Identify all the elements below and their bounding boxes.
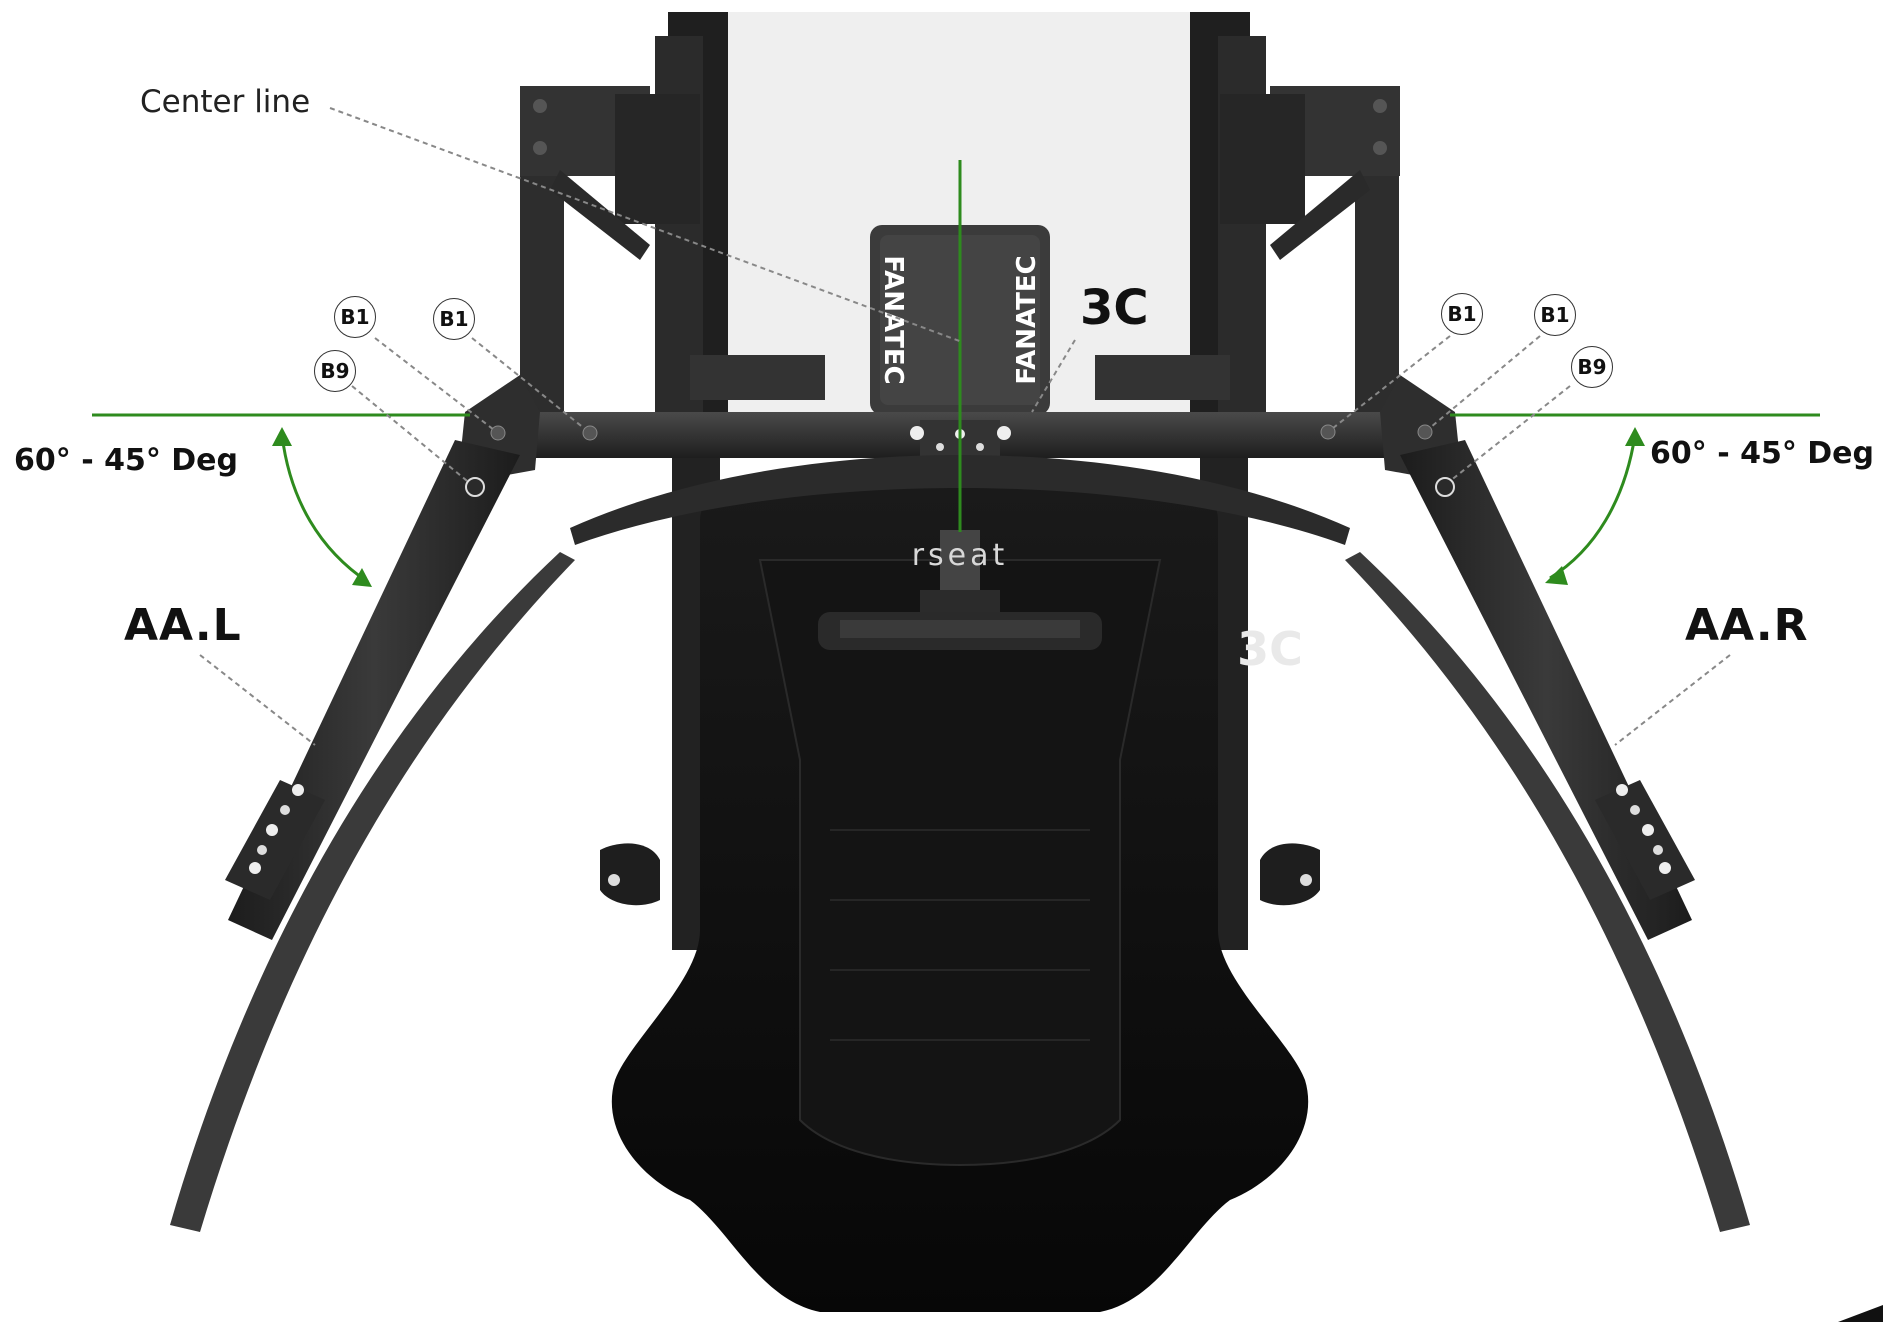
steering-wheel: rseat: [818, 530, 1102, 650]
angle-arrow-left-icon: [272, 427, 372, 587]
arm-label-left: AA.L: [124, 600, 242, 651]
rear-uprights: [520, 12, 1400, 456]
part-3c-label: 3C: [1080, 280, 1149, 336]
watermark-3c: 3C: [1237, 622, 1303, 676]
center-line-label: Center line: [140, 84, 311, 120]
arm-label-right: AA.R: [1685, 600, 1809, 651]
wheel-base-brand-left: FANATEC: [878, 255, 908, 384]
seat: [600, 480, 1320, 1312]
callout-b1-left-outer: B1: [334, 296, 376, 338]
angle-label-right: 60° - 45° Deg: [1650, 436, 1875, 471]
angle-arrow-right-icon: [1545, 427, 1645, 585]
right-arm-clamp: [1595, 780, 1695, 900]
left-arm-clamp: [225, 780, 325, 900]
monitor-right: [1345, 552, 1750, 1232]
seat-brand-mark: rseat: [912, 538, 1009, 573]
monitor-center: [570, 455, 1350, 545]
alignment-guides: [92, 160, 1820, 532]
callout-b9-left: B9: [314, 350, 356, 392]
callout-b1-right-outer: B1: [1534, 294, 1576, 336]
callout-leaders: [199, 107, 1731, 746]
corner-mark: [1838, 1305, 1883, 1322]
angle-label-left: 60° - 45° Deg: [14, 443, 239, 478]
callout-b1-left-inner: B1: [433, 298, 475, 340]
callout-b9-right: B9: [1571, 346, 1613, 388]
monitor-left: [170, 552, 575, 1232]
callout-b1-right-inner: B1: [1441, 293, 1483, 335]
bolt-markers: [465, 424, 1455, 497]
wheel-base-brand-right: FANATEC: [1012, 255, 1042, 384]
